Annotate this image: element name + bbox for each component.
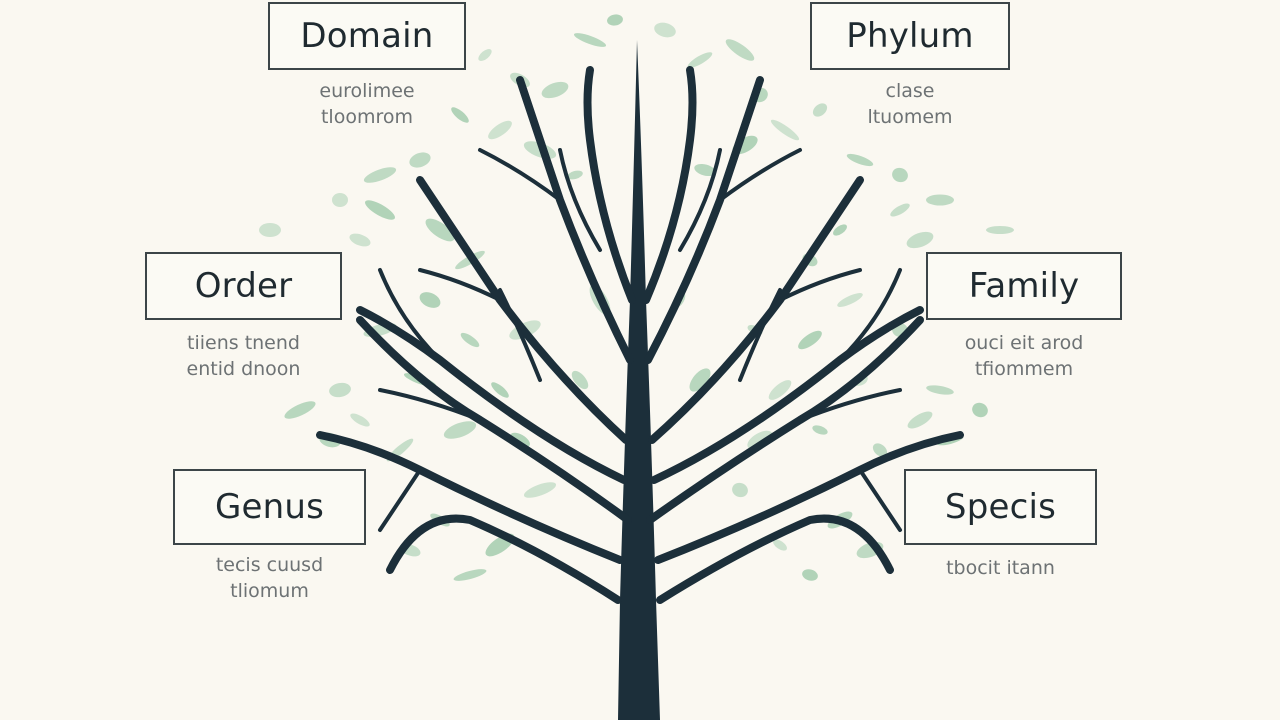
rank-caption-family: ouci eit arod tfiommem [964,332,1084,380]
leaf [972,402,988,418]
leaf [689,368,711,392]
rank-label-phylum: Phylum [846,16,974,56]
leaf [350,413,370,427]
leaf [812,103,828,117]
leaf [453,569,487,581]
rank-caption-order: tiiens tnend entid dnoon [186,332,301,380]
leaf [510,432,530,448]
leaf [488,120,512,140]
rank-caption-species: tbocit itann [946,557,1055,579]
leaf [541,81,569,99]
leaf [747,430,773,450]
leaf [284,401,316,419]
twig [378,388,482,422]
leaf [694,163,716,177]
twig [838,268,902,362]
leaf [770,119,800,141]
leaf [443,421,477,439]
leaf [837,293,863,307]
leaf [365,200,395,220]
rank-box-order: Order [145,252,342,320]
leaf [573,33,607,47]
leaf [451,107,469,123]
rank-box-phylum: Phylum [810,2,1010,70]
branch [316,431,624,564]
leaf [812,425,828,435]
branch [516,76,634,364]
branch [644,76,764,364]
twig [418,268,502,302]
twig [558,148,602,252]
leaf [425,218,455,242]
twig [798,388,902,422]
tree-branches [316,40,964,720]
twig [378,268,442,362]
leaf [478,49,492,61]
branch [646,316,924,524]
twig [678,148,722,252]
leaf [986,226,1014,234]
leaf [571,370,589,390]
leaf [409,152,431,168]
leaf [567,170,583,180]
twig [718,148,802,202]
branch [654,431,964,564]
leaf [363,167,397,183]
rank-label-family: Family [968,266,1080,306]
twig [378,468,422,532]
twig [858,468,902,532]
leaf [872,443,888,457]
rank-label-species: Specis [944,487,1057,527]
rank-box-species: Specis [904,469,1097,545]
leaf [798,330,822,350]
rank-label-order: Order [194,266,293,306]
leaf [906,231,934,249]
leaf [926,385,954,395]
twig [778,268,862,302]
leaf [654,22,676,38]
leaf [725,39,755,61]
leaf [802,569,818,581]
leaf [607,14,623,26]
leaf [846,153,874,167]
tree-trunk [618,40,660,720]
leaf [687,52,713,68]
leaf [732,482,748,498]
leaf [259,223,281,237]
leaf [349,233,371,247]
rank-caption-phylum: clase ltuomem [867,80,953,128]
leaf [523,482,557,498]
rank-box-domain: Domain [268,2,466,70]
branch [386,514,622,604]
rank-label-genus: Genus [214,487,325,527]
branch [583,66,636,304]
rank-label-domain: Domain [300,16,434,56]
twig [738,288,782,382]
branch [356,316,632,524]
rank-caption-genus: tecis cuusd tliomum [215,554,324,602]
leaf [491,382,509,398]
branch [656,514,894,604]
leaf [332,193,348,207]
leaf [460,332,480,348]
leaf [892,167,908,183]
leaf [907,411,933,429]
leaf [768,380,792,400]
leaf [773,539,787,551]
leaf [926,194,954,206]
leaf [419,292,441,308]
twig [478,148,562,202]
leaf [329,382,351,398]
leaf [833,224,847,236]
branch [650,306,924,484]
rank-box-family: Family [926,252,1122,320]
branch [642,66,697,304]
rank-box-genus: Genus [173,469,366,545]
leaf [890,203,910,217]
twig [498,288,542,382]
rank-caption-domain: eurolimee tloomrom [319,80,415,128]
branch [356,306,628,484]
